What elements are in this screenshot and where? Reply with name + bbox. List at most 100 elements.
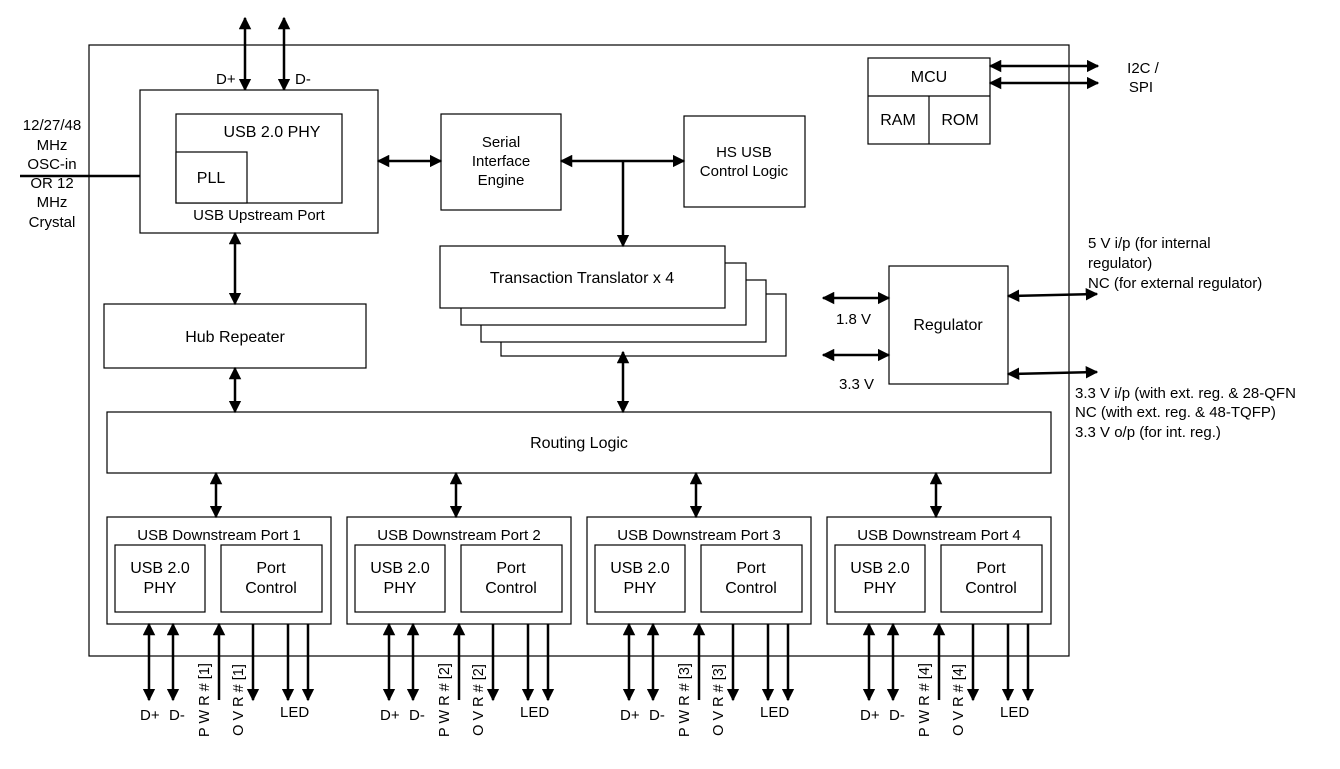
reg-input-note-3: NC (for external regulator) [1088, 275, 1262, 292]
port-4-title: USB Downstream Port 4 [857, 527, 1020, 544]
upstream-dplus-label: D+ [216, 71, 236, 88]
routing-logic: Routing Logic [106, 411, 1052, 474]
port-4-control-label-1: Port [976, 560, 1006, 577]
port-4-dplus-label: D+ [860, 707, 880, 724]
osc-label-2: MHz [37, 137, 68, 154]
usb-upstream-port: USB 2.0 PHY PLL USB Upstream Port [139, 89, 379, 234]
port-2-title: USB Downstream Port 2 [377, 527, 540, 544]
port-4-control-label-2: Control [965, 580, 1017, 597]
regulator-input-arrow [1006, 288, 1099, 302]
port-4-led-label: LED [1000, 704, 1029, 721]
port-2-control-box [460, 544, 563, 613]
port-1-title: USB Downstream Port 1 [137, 527, 300, 544]
transaction-translator-front [439, 245, 726, 309]
port-2-pwr-label: P W R # [2] [437, 663, 453, 737]
port-4-pwr-label: P W R # [4] [917, 663, 933, 737]
pll-box [175, 151, 248, 204]
upstream-phy-label: USB 2.0 PHY [224, 124, 321, 141]
upstream-dminus-label: D- [295, 71, 311, 88]
port-1-dplus-label: D+ [140, 707, 160, 724]
sie-label-3: Engine [478, 172, 525, 189]
mcu-label: MCU [911, 69, 947, 86]
chip-outline [88, 44, 1070, 657]
regulator-output-arrow [1006, 366, 1099, 380]
regulator-block: Regulator 1.8 V 3.3 V 5 V i/p (for inter… [821, 235, 1296, 441]
reg-input-note-1: 5 V i/p (for internal [1088, 235, 1211, 252]
v33-label: 3.3 V [839, 376, 874, 393]
port-3-phy-box [594, 544, 686, 613]
port-3-dplus-label: D+ [620, 707, 640, 724]
port-4-phy-box [834, 544, 926, 613]
port-4-ovr-label: O V R # [4] [951, 664, 967, 736]
port-3-control-label-1: Port [736, 560, 766, 577]
port-3-title: USB Downstream Port 3 [617, 527, 780, 544]
reg-output-note-3: 3.3 V o/p (for int. reg.) [1075, 424, 1221, 441]
mcu-block: MCU RAM ROM I2C / SPI [867, 57, 1160, 145]
port-2-dminus-label: D- [409, 707, 425, 724]
hs-usb-control-logic: HS USB Control Logic [683, 115, 806, 208]
port-1-phy-label-2: PHY [144, 580, 177, 597]
port-2-phy-label-2: PHY [384, 580, 417, 597]
port-3-led-label: LED [760, 704, 789, 721]
port-2-ovr-label: O V R # [2] [471, 664, 487, 736]
port-3-pwr-label: P W R # [3] [677, 663, 693, 737]
i2c-label-2: SPI [1129, 79, 1153, 96]
port-1-control-label-2: Control [245, 580, 297, 597]
reg-output-note-2: NC (with ext. reg. & 48-TQFP) [1075, 404, 1276, 421]
hs-logic-label-1: HS USB [716, 144, 772, 161]
port-3-control-box [700, 544, 803, 613]
port-1-phy-label-1: USB 2.0 [130, 560, 190, 577]
regulator-label: Regulator [913, 317, 983, 334]
routing-logic-label: Routing Logic [530, 435, 628, 452]
port-1-control-label-1: Port [256, 560, 286, 577]
hub-repeater-label: Hub Repeater [185, 329, 285, 346]
port-4-phy-label-2: PHY [864, 580, 897, 597]
port-2-phy-label-1: USB 2.0 [370, 560, 430, 577]
port-2-dplus-label: D+ [380, 707, 400, 724]
port-4-control-box [940, 544, 1043, 613]
port-1-control-box [220, 544, 323, 613]
osc-label-6: Crystal [29, 214, 76, 231]
port-2-led-label: LED [520, 704, 549, 721]
port-3-ovr-label: O V R # [3] [711, 664, 727, 736]
sie-label-1: Serial [482, 134, 520, 151]
port-3-phy-label-2: PHY [624, 580, 657, 597]
port-3-phy-label-1: USB 2.0 [610, 560, 670, 577]
internal-connections [228, 154, 686, 414]
port-2-phy-box [354, 544, 446, 613]
i2c-label-1: I2C / [1127, 60, 1160, 77]
osc-label-4: OR 12 [30, 175, 73, 192]
rom-label: ROM [941, 112, 978, 129]
port-3-control-label-2: Control [725, 580, 777, 597]
port-1-dminus-label: D- [169, 707, 185, 724]
hs-logic-label-2: Control Logic [700, 163, 789, 180]
pll-label: PLL [197, 170, 226, 187]
ram-label: RAM [880, 112, 916, 129]
port-2-control-label-1: Port [496, 560, 526, 577]
port-1-led-label: LED [280, 704, 309, 721]
port-2-control-label-2: Control [485, 580, 537, 597]
port-1-ovr-label: O V R # [1] [231, 664, 247, 736]
transaction-translator-stack: Transaction Translator x 4 [439, 245, 787, 357]
upstream-port-label: USB Upstream Port [193, 207, 326, 224]
tt-label: Transaction Translator x 4 [490, 270, 674, 287]
hub-repeater: Hub Repeater [103, 303, 367, 369]
v18-label: 1.8 V [836, 311, 871, 328]
osc-label-5: MHz [37, 194, 68, 211]
sie-label-2: Interface [472, 153, 530, 170]
reg-output-note-1: 3.3 V i/p (with ext. reg. & 28-QFN [1075, 385, 1296, 402]
osc-label-1: 12/27/48 [23, 117, 81, 134]
port-3-dminus-label: D- [649, 707, 665, 724]
port-1-phy-box [114, 544, 206, 613]
port-4-phy-label-1: USB 2.0 [850, 560, 910, 577]
osc-input: 12/27/48 MHz OSC-in OR 12 MHz Crystal [20, 117, 177, 231]
osc-label-3: OSC-in [27, 156, 76, 173]
serial-interface-engine: Serial Interface Engine [440, 113, 562, 211]
upstream-pins: D+ D- [216, 16, 311, 92]
